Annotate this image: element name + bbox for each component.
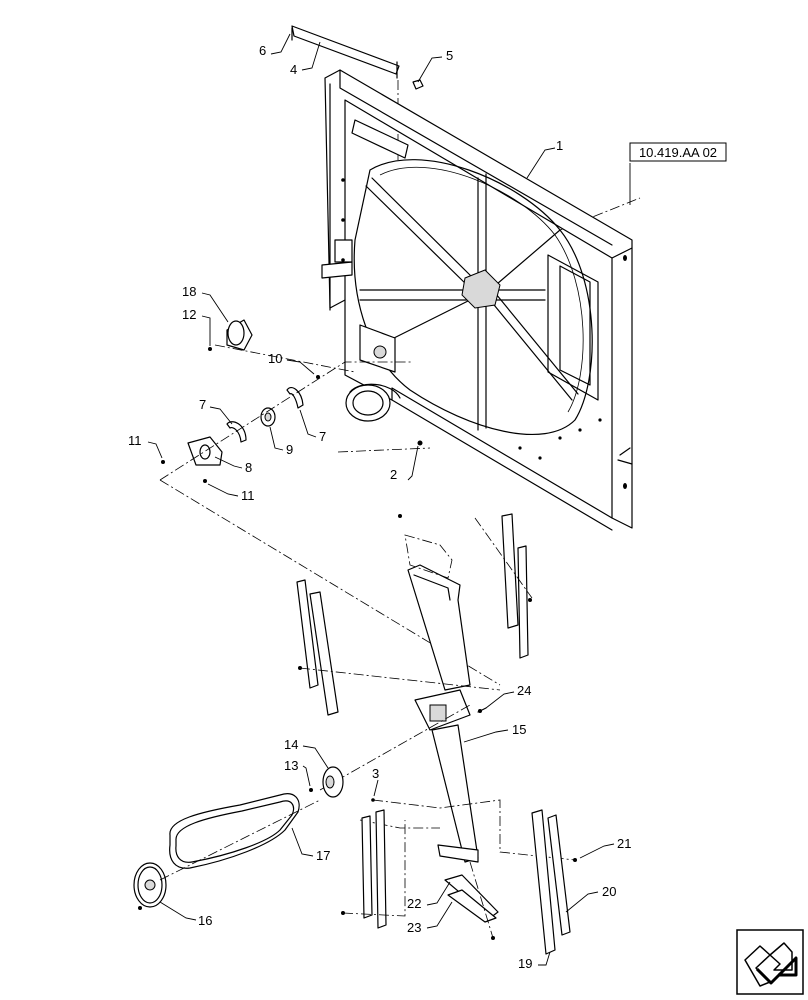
svg-text:22: 22 [407,896,421,911]
callout-24[interactable]: 24 [485,683,531,709]
callout-4[interactable]: 4 [290,41,321,77]
svg-text:7: 7 [199,397,206,412]
blade-strip-lower-left [341,809,387,929]
svg-text:24: 24 [517,683,531,698]
svg-text:4: 4 [290,62,297,77]
callout-20[interactable]: 20 [565,884,616,913]
callout-3[interactable]: 3 [372,766,379,797]
sheave-part [133,862,167,910]
clip-part [412,79,424,90]
bearing-flange-part [187,436,223,466]
bolt-24 [477,707,487,713]
drive-belt [169,793,300,869]
svg-text:9: 9 [286,442,293,457]
bolt-10 [316,375,320,379]
callout-8[interactable]: 8 [214,456,252,475]
callout-9[interactable]: 9 [269,426,293,457]
svg-text:21: 21 [617,836,631,851]
svg-text:10: 10 [268,351,282,366]
reference-label[interactable]: 10.419.AA 02 [559,142,727,231]
fan-blade-assembly [404,534,479,863]
svg-text:23: 23 [407,920,421,935]
blade-bracket [444,874,499,923]
svg-text:11: 11 [241,488,255,503]
callout-10[interactable]: 10 [268,351,315,375]
callout-21[interactable]: 21 [579,836,631,859]
blade-strip-upper-right [398,513,532,659]
callout-23[interactable]: 23 [407,901,453,935]
svg-text:20: 20 [602,884,616,899]
svg-text:16: 16 [198,913,212,928]
view-direction-icon[interactable] [736,929,804,995]
retaining-ring-right [286,386,304,409]
svg-text:18: 18 [182,284,196,299]
retaining-ring-left [226,421,247,443]
callout-13[interactable]: 13 [284,758,311,787]
svg-text:1: 1 [556,138,563,153]
callout-6[interactable]: 6 [259,33,291,58]
callout-7-left[interactable]: 7 [199,397,233,425]
hub-cap-part [208,319,253,351]
callout-1[interactable]: 1 [526,138,563,179]
callout-5[interactable]: 5 [417,48,453,83]
svg-text:3: 3 [372,766,379,781]
callout-2[interactable]: 2 [390,445,419,482]
svg-text:8: 8 [245,460,252,475]
callout-15[interactable]: 15 [463,722,526,743]
callout-16[interactable]: 16 [159,901,212,928]
blade-strip-upper-left [296,579,339,716]
svg-text:11: 11 [128,433,142,448]
svg-text:15: 15 [512,722,526,737]
svg-text:5: 5 [446,48,453,63]
bolt-2 [417,440,423,446]
svg-text:12: 12 [182,307,196,322]
callout-18[interactable]: 18 [182,284,229,323]
svg-text:17: 17 [316,848,330,863]
callout-7-right[interactable]: 7 [299,409,326,444]
svg-text:2: 2 [390,467,397,482]
svg-text:6: 6 [259,43,266,58]
callout-22[interactable]: 22 [407,881,451,911]
callout-17[interactable]: 17 [291,827,330,863]
main-frame [321,69,633,531]
callout-12[interactable]: 12 [182,307,211,346]
svg-text:19: 19 [518,956,532,971]
callout-14[interactable]: 14 [284,737,329,769]
bearing-part [260,407,276,427]
pulley-part [309,766,344,798]
top-rod [291,25,400,79]
svg-text:7: 7 [319,429,326,444]
reference-label-text: 10.419.AA 02 [639,145,717,160]
callout-11-lower[interactable]: 11 [207,483,255,503]
callout-11-upper[interactable]: 11 [128,433,163,459]
callout-19[interactable]: 19 [518,951,551,971]
svg-text:14: 14 [284,737,298,752]
blade-strip-lower-right [531,809,571,955]
svg-text:13: 13 [284,758,298,773]
